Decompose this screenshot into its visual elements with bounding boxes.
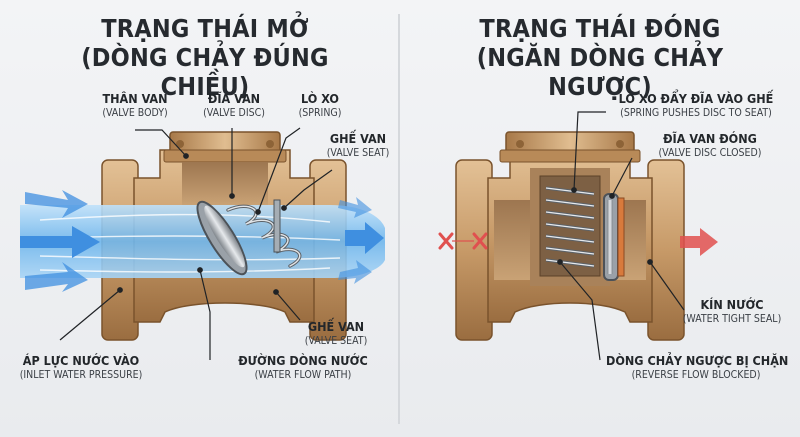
- closed-valve: [438, 131, 718, 341]
- leader-seat-bottom: [273, 289, 301, 321]
- closed-title-line1: TRẠNG THÁI ĐÓNG: [479, 14, 721, 43]
- label-flow-path: ĐƯỜNG DÒNG NƯỚC (WATER FLOW PATH): [238, 353, 368, 382]
- label-valve-body: THÂN VAN (VALVE BODY): [102, 91, 168, 120]
- leader-spring-push: [571, 111, 606, 193]
- label-spring: LÒ XO (SPRING): [298, 91, 342, 120]
- leader-reverse-blocked: [557, 259, 601, 361]
- label-valve-disc: ĐĨA VAN (VALVE DISC): [203, 91, 265, 120]
- leader-seat-top: [281, 169, 333, 211]
- closed-title-line2: (NGĂN DÒNG CHẢY NGƯỢC): [476, 43, 724, 101]
- label-valve-disc-closed: ĐĨA VAN ĐÓNG (VALVE DISC CLOSED): [658, 131, 762, 160]
- open-title-line2: (DÒNG CHẢY ĐÚNG CHIỀU): [81, 43, 329, 101]
- label-spring-pushes-disc: LÒ XO ĐẨY ĐĨA VÀO GHẾ (SPRING PUSHES DIS…: [618, 91, 774, 120]
- panel-divider: [398, 14, 400, 424]
- label-valve-seat-bottom: GHẾ VAN (VALVE SEAT): [304, 319, 368, 348]
- open-title-line1: TRẠNG THÁI MỞ: [101, 14, 309, 43]
- leader-inlet: [59, 287, 123, 341]
- open-state-title: TRẠNG THÁI MỞ (DÒNG CHẢY ĐÚNG CHIỀU): [40, 14, 370, 101]
- label-valve-seat-top: GHẾ VAN (VALVE SEAT): [326, 131, 390, 160]
- leader-valve-body: [135, 129, 189, 159]
- label-reverse-flow-blocked: DÒNG CHẢY NGƯỢC BỊ CHẶN (REVERSE FLOW BL…: [606, 353, 789, 382]
- closed-state-title: TRẠNG THÁI ĐÓNG (NGĂN DÒNG CHẢY NGƯỢC): [430, 14, 770, 101]
- open-valve: [20, 131, 385, 341]
- leader-flow-path: [197, 267, 211, 360]
- label-water-tight-seal: KÍN NƯỚC (WATER TIGHT SEAL): [682, 297, 782, 326]
- label-inlet-pressure: ÁP LỰC NƯỚC VÀO (INLET WATER PRESSURE): [19, 353, 143, 382]
- leader-disc-closed: [609, 157, 633, 199]
- leader-seal: [647, 259, 685, 311]
- leader-spring: [255, 127, 301, 215]
